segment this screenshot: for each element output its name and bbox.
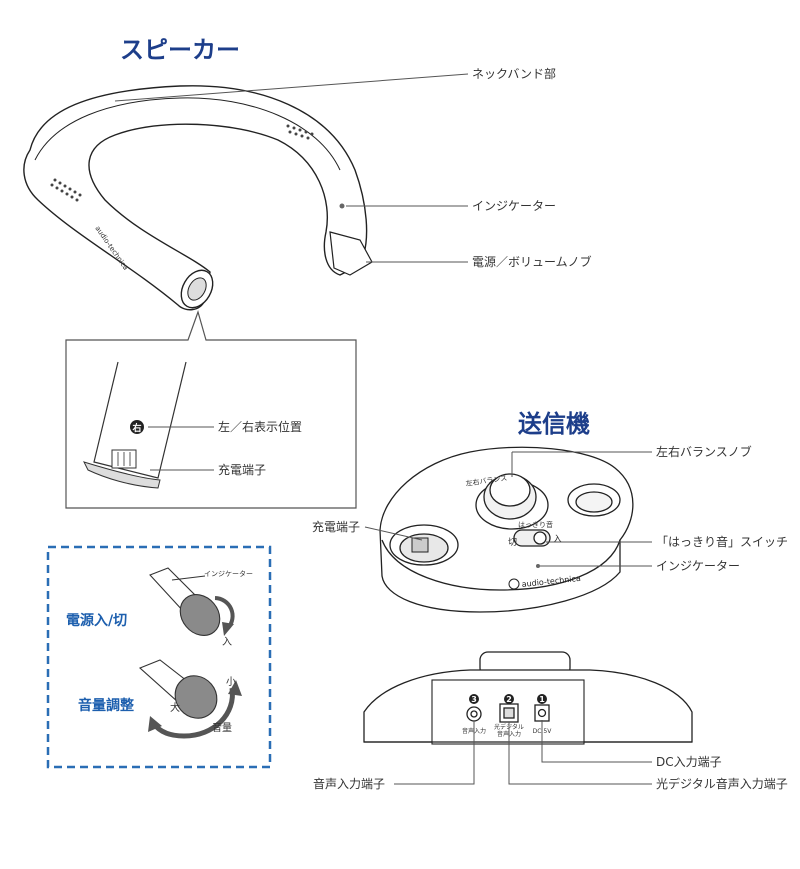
clear-sound-switch-label: 「はっきり音」スイッチ <box>656 535 789 549</box>
speaker-indicator-label: インジケーター <box>472 199 557 213</box>
switch-off-text: 切 <box>508 537 517 548</box>
op-volume-mark: 音量 <box>212 723 232 734</box>
volume-adjust-label: 音量調整 <box>78 698 134 714</box>
speaker-title: スピーカー <box>120 36 240 64</box>
balance-knob-label: 左右バランスノブ <box>656 445 752 459</box>
audio-input-label: 音声入力端子 <box>313 777 386 791</box>
power-onoff-label: 電源入/切 <box>66 613 128 629</box>
switch-print-text: はっきり音 <box>518 520 553 529</box>
transmitter-rear <box>363 651 693 745</box>
lr-marker-label: 左／右表示位置 <box>218 420 303 434</box>
right-mark-text: 右 <box>131 422 141 434</box>
rear-num-3: 3 <box>471 695 477 704</box>
op-indicator-small-label: インジケーター <box>204 570 253 578</box>
rear-num-1: 1 <box>539 695 545 704</box>
neckband-speaker <box>23 85 373 311</box>
transmitter-leader-lines <box>364 451 652 567</box>
switch-on-text: 入 <box>553 534 562 545</box>
rear-num-2: 2 <box>506 695 512 704</box>
right-indicator-badge <box>130 420 144 434</box>
dc-input-label: DC入力端子 <box>656 755 722 769</box>
optical-input-label: 光デジタル音声入力端子 <box>656 777 788 791</box>
power-volume-knob-label: 電源／ボリュームノブ <box>472 255 592 269</box>
speaker-leader-lines <box>114 73 469 263</box>
operation-box <box>46 545 272 769</box>
rear-number-badges <box>469 694 547 704</box>
op-small-mark: 小 <box>226 677 236 688</box>
neckband-label: ネックバンド部 <box>472 67 557 81</box>
transmitter-indicator-label: インジケーター <box>656 559 741 573</box>
op-on-mark: 入 <box>222 637 232 648</box>
transmitter-charge-terminal-label: 充電端子 <box>312 520 361 534</box>
speaker-charge-terminal-label: 充電端子 <box>218 463 267 477</box>
transmitter-front <box>379 446 634 613</box>
op-large-mark: 大 <box>170 703 180 714</box>
rear-leader-lines <box>394 720 652 785</box>
detail-callout <box>65 310 357 509</box>
transmitter-title: 送信機 <box>518 410 590 438</box>
